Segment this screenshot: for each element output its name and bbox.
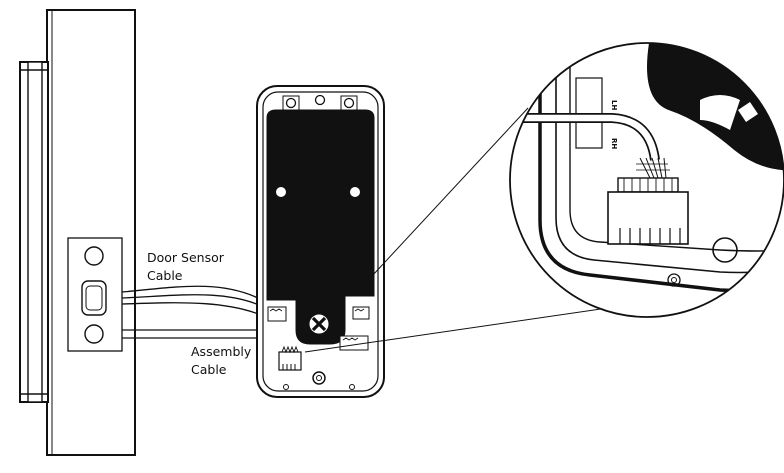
strike-plate [68, 238, 122, 351]
door-sensor-cable-label-line2: Cable [147, 268, 183, 283]
door [20, 10, 135, 455]
assembly-cable-label-line2: Cable [191, 362, 227, 377]
door-sensor-cable [122, 303, 268, 318]
assembly-cable-label-line1: Assembly [191, 344, 252, 359]
door-sensor-cable-label: Door Sensor Cable [147, 250, 225, 283]
door-sensor-cable [122, 295, 277, 326]
door-slab [47, 10, 135, 455]
lock-body [257, 86, 384, 397]
left-hand-label: LH [610, 100, 618, 110]
door-edge-inner [28, 62, 42, 402]
cable-connector-icon [608, 178, 688, 244]
door-sensor-cable-label-line1: Door Sensor [147, 250, 225, 265]
right-hand-label: RH [610, 138, 618, 149]
assembly-cable-label: Assembly Cable [191, 344, 252, 377]
